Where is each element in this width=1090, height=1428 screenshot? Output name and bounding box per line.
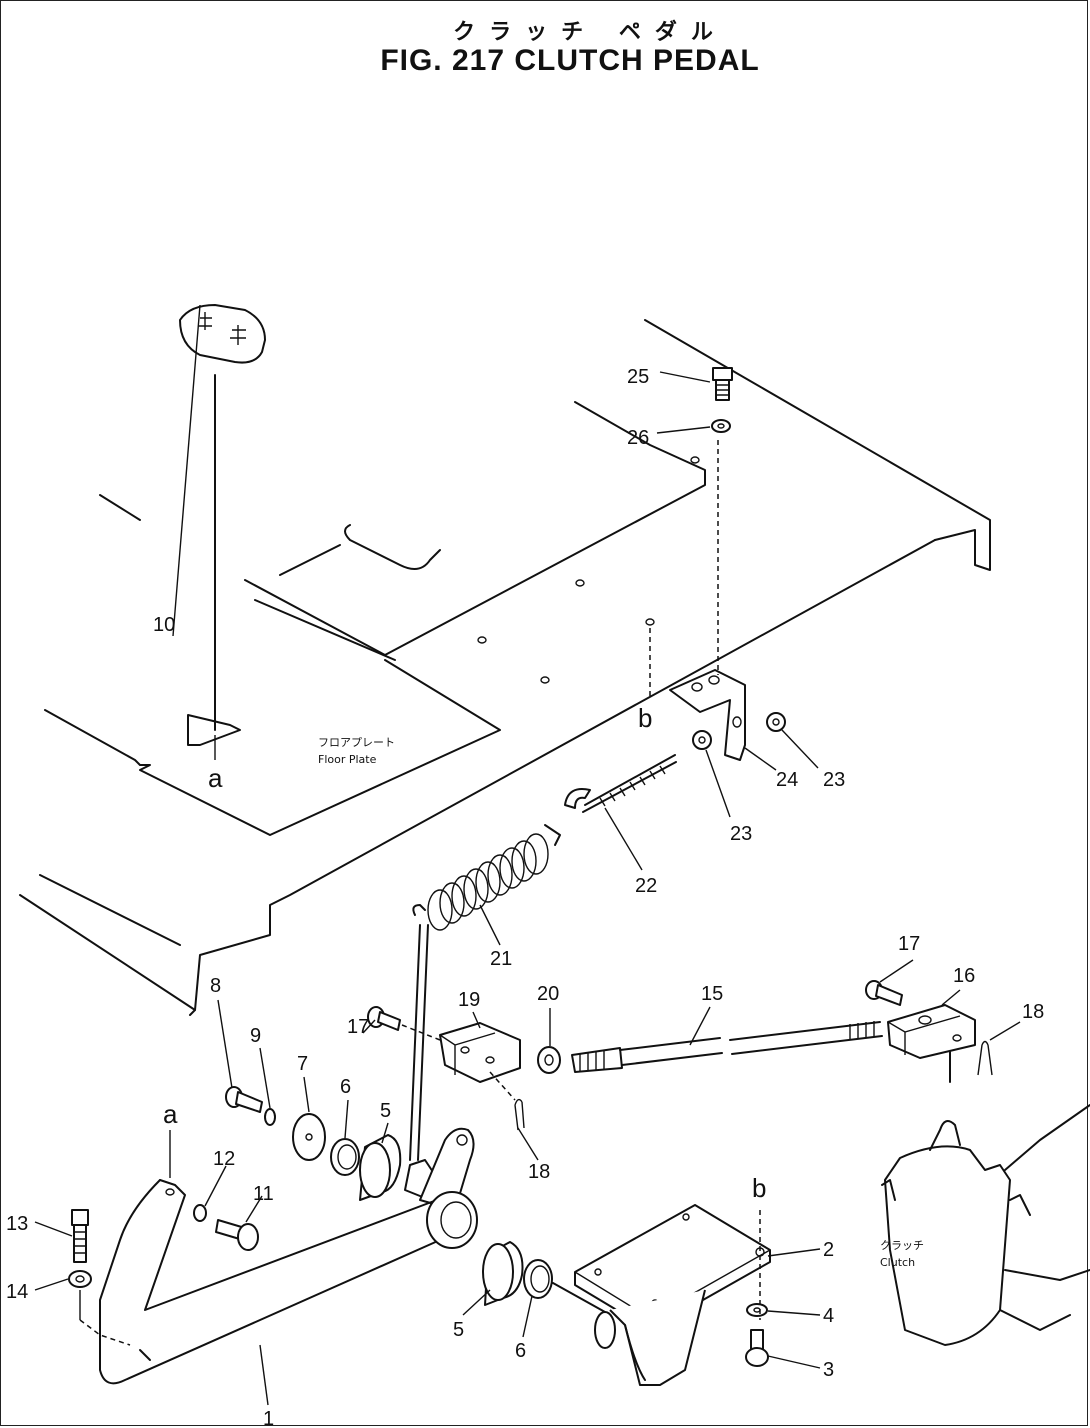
part-1-pedal (79, 924, 478, 1385)
leader-lines (34, 304, 1021, 1406)
clutch-label-jp: クラッチ (880, 1239, 924, 1252)
reference-b-top: b (638, 703, 652, 733)
ref-letter-a-top: a (208, 763, 223, 793)
callout-18-right: 18 (1022, 1001, 1044, 1023)
part-25-bolt (712, 367, 733, 401)
callout-11: 11 (253, 1183, 274, 1205)
callout-numbers: 25 26 10 23 24 23 22 21 17 16 18 15 20 1… (6, 366, 1044, 1428)
callout-20: 20 (537, 983, 559, 1005)
floor-plate-label-en: Floor Plate (318, 753, 377, 766)
callout-7: 7 (297, 1053, 308, 1075)
callout-6-upper: 6 (340, 1076, 351, 1098)
callout-16: 16 (953, 965, 975, 987)
callout-13: 13 (6, 1213, 28, 1235)
part-24-bracket (649, 440, 746, 761)
callout-10: 10 (153, 614, 175, 636)
part-21-spring (412, 824, 561, 931)
part-22-rod (564, 754, 677, 813)
part-16-clevis (887, 1004, 976, 1083)
callout-5-lower: 5 (453, 1319, 464, 1341)
callout-18-left: 18 (528, 1161, 550, 1183)
part-8-bolt (225, 1086, 263, 1113)
part-5-bushing-lower (482, 1241, 524, 1306)
callout-15: 15 (701, 983, 723, 1005)
part-6-seal-upper (330, 1138, 360, 1176)
part-26-washer (711, 419, 731, 433)
callout-17-left: 17 (347, 1016, 369, 1038)
part-14-nut (68, 1270, 92, 1320)
reference-a-top: a (208, 735, 223, 793)
part-18-cotter-left (489, 1071, 525, 1131)
reference-a-bottom: a (163, 1099, 178, 1178)
part-3-bolt (745, 1210, 769, 1367)
callout-24: 24 (776, 769, 798, 791)
callout-8: 8 (210, 975, 221, 997)
callout-21: 21 (490, 948, 512, 970)
part-11-bolt (215, 1219, 259, 1251)
callout-12: 12 (213, 1148, 235, 1170)
part-18-cotter-right (977, 1040, 993, 1076)
callout-19: 19 (458, 989, 480, 1011)
part-13-bolt (71, 1209, 89, 1263)
callout-5-upper: 5 (380, 1100, 391, 1122)
ref-letter-b-top: b (638, 703, 652, 733)
callout-17-right: 17 (898, 933, 920, 955)
callout-23-left: 23 (730, 823, 752, 845)
part-10-cap (179, 304, 266, 746)
floor-plate: フロアプレート Floor Plate (19, 319, 991, 1016)
callout-6-lower: 6 (515, 1340, 526, 1362)
part-2-bracket (552, 1204, 771, 1386)
callout-4: 4 (823, 1305, 834, 1327)
part-5-bushing-upper (359, 1134, 402, 1201)
callout-14: 14 (6, 1281, 28, 1303)
callout-25: 25 (627, 366, 649, 388)
callout-2: 2 (823, 1239, 834, 1261)
callout-3: 3 (823, 1359, 834, 1381)
part-23-nuts (692, 712, 786, 750)
ref-letter-a-bottom: a (163, 1099, 178, 1129)
callout-9: 9 (250, 1025, 261, 1047)
part-7-plate (292, 1113, 326, 1161)
part-17-pin-left (367, 1006, 441, 1041)
part-19-clevis (439, 1022, 521, 1083)
callout-26: 26 (627, 427, 649, 449)
part-4-washer (746, 1303, 768, 1317)
part-17-pin-right (865, 980, 903, 1006)
part-20-nut (537, 1046, 561, 1074)
ref-letter-b-bottom: b (752, 1173, 766, 1203)
part-9-washer (264, 1108, 276, 1126)
part-12-washer (193, 1204, 207, 1222)
callout-22: 22 (635, 875, 657, 897)
floor-plate-label-jp: フロアプレート (318, 736, 395, 749)
clutch-label-en: Clutch (880, 1256, 915, 1269)
callout-23-right: 23 (823, 769, 845, 791)
figure-title-en: FIG. 217 CLUTCH PEDAL (380, 44, 760, 77)
reference-b-bottom: b (752, 1173, 766, 1203)
clutch-housing: クラッチ Clutch (880, 1104, 1090, 1346)
part-6-seal-lower (523, 1259, 553, 1299)
callout-1: 1 (263, 1408, 274, 1428)
figure-title-jp: クラッチ ペダル (453, 20, 727, 45)
part-15-rod (571, 1021, 883, 1073)
